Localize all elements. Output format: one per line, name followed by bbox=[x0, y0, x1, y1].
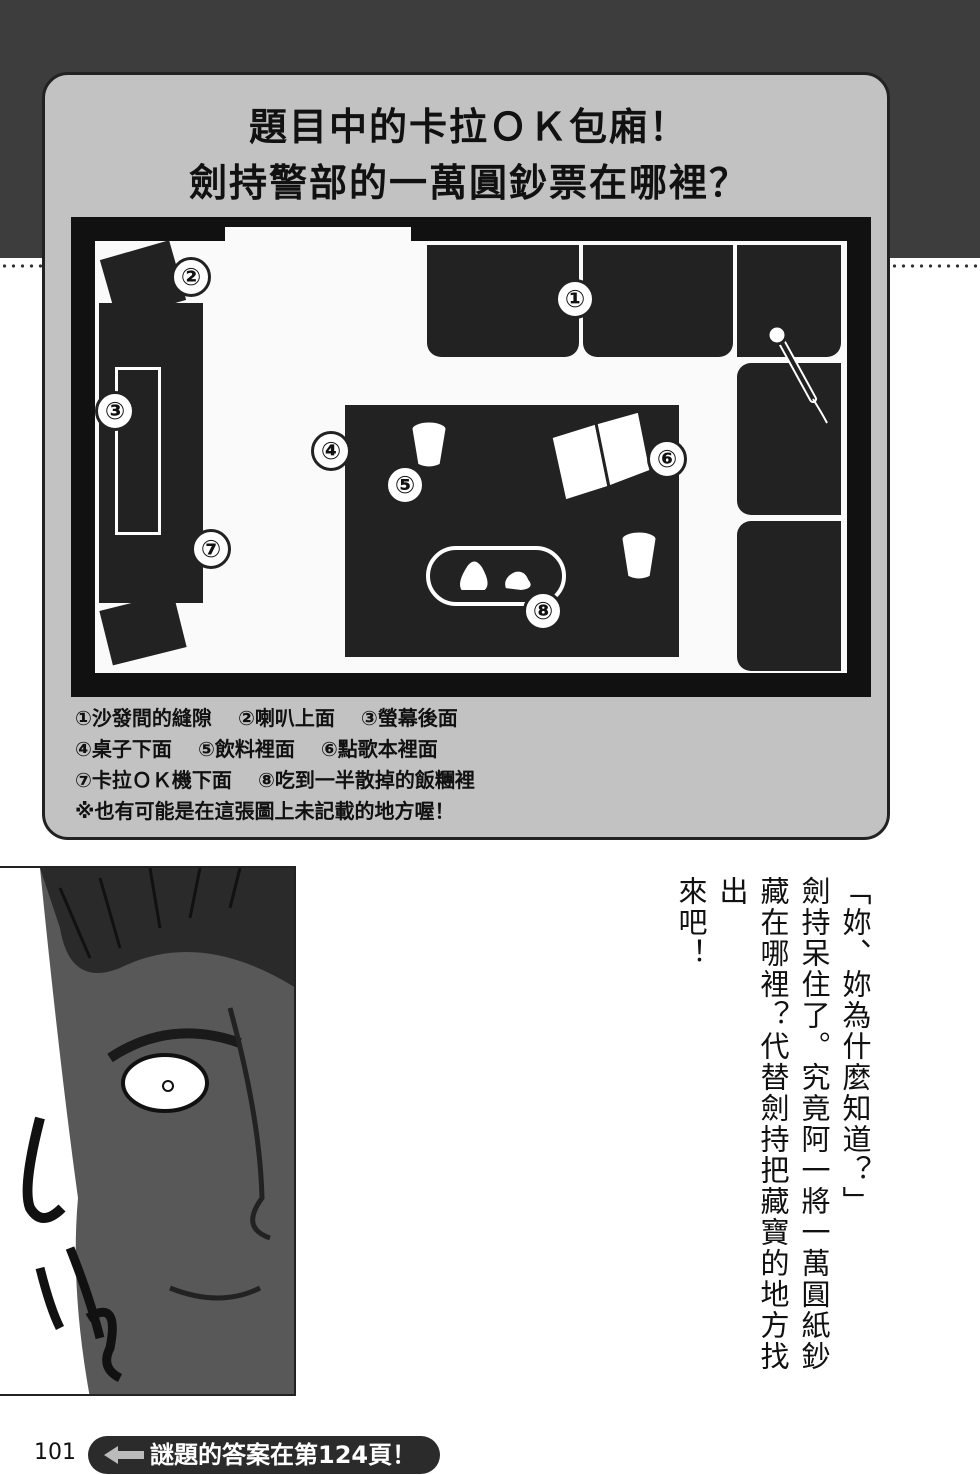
narration-col-3: 藏在哪裡？代替劍持把藏寶的地方找出 bbox=[715, 876, 790, 1372]
door-gap bbox=[225, 227, 411, 241]
sofa-top-right bbox=[583, 245, 733, 357]
manga-panel-face bbox=[0, 866, 296, 1396]
sofa-corner bbox=[737, 245, 841, 357]
sofa-right-lower bbox=[737, 521, 841, 671]
option-5: ⑤飲料裡面 bbox=[197, 737, 295, 761]
option-3: ③螢幕後面 bbox=[360, 706, 458, 730]
manga-face-illustration bbox=[22, 868, 294, 1394]
marker-5: ⑤ bbox=[385, 465, 425, 505]
dotted-divider-left bbox=[0, 264, 44, 268]
options-note: ※也有可能是在這張圖上未記載的地方喔！ bbox=[75, 799, 455, 823]
narration-col-4: 來吧！ bbox=[674, 876, 708, 969]
drink-cup-icon bbox=[409, 419, 449, 470]
marker-1: ① bbox=[555, 279, 595, 319]
quiz-title-line-1: 題目中的卡拉ＯＫ包廂！ bbox=[248, 105, 689, 149]
narration-col-2: 劍持呆住了。究竟阿一將一萬圓紙鈔 bbox=[797, 876, 831, 1372]
monitor-screen bbox=[115, 367, 161, 535]
speaker-bottom bbox=[99, 592, 187, 666]
quiz-panel: 題目中的卡拉ＯＫ包廂！ 劍持警部的一萬圓鈔票在哪裡？ bbox=[42, 72, 890, 840]
option-7: ⑦卡拉ＯＫ機下面 bbox=[75, 768, 232, 792]
option-6: ⑥點歌本裡面 bbox=[320, 737, 438, 761]
quiz-title: 題目中的卡拉ＯＫ包廂！ 劍持警部的一萬圓鈔票在哪裡？ bbox=[45, 99, 893, 211]
arrow-left-icon bbox=[104, 1446, 144, 1464]
answer-hint-badge: 謎題的答案在第124頁！ bbox=[88, 1436, 440, 1474]
options-line-1: ①沙發間的縫隙 ②喇叭上面 ③螢幕後面 bbox=[75, 703, 501, 734]
option-4: ④桌子下面 bbox=[75, 737, 172, 761]
marker-3: ③ bbox=[95, 391, 135, 431]
marker-8: ⑧ bbox=[523, 591, 563, 631]
sofa-top-left bbox=[427, 245, 579, 357]
narration-col-1: 「妳、妳為什麼知道？」 bbox=[838, 876, 872, 1217]
option-1: ①沙發間的縫隙 bbox=[75, 706, 212, 730]
marker-6: ⑥ bbox=[647, 439, 687, 479]
quiz-title-line-2: 劍持警部的一萬圓鈔票在哪裡？ bbox=[188, 161, 749, 205]
microphone-icon bbox=[766, 325, 828, 424]
marker-2: ② bbox=[171, 257, 211, 297]
option-8: ⑧吃到一半散掉的飯糰裡 bbox=[257, 768, 475, 792]
room-floor: ① ② ③ ④ ⑤ ⑥ ⑦ ⑧ bbox=[95, 217, 847, 673]
page-number: 101 bbox=[34, 1440, 76, 1465]
rice-ball-plate-icon bbox=[426, 546, 566, 606]
sofa-right-upper bbox=[737, 363, 841, 515]
dotted-divider-right bbox=[890, 264, 980, 268]
answer-options: ①沙發間的縫隙 ②喇叭上面 ③螢幕後面 ④桌子下面 ⑤飲料裡面 ⑥點歌本裡面 ⑦卡拉ＯＫ… bbox=[75, 703, 501, 827]
options-line-3: ⑦卡拉ＯＫ機下面 ⑧吃到一半散掉的飯糰裡 bbox=[75, 765, 501, 796]
option-2: ②喇叭上面 bbox=[237, 706, 335, 730]
narration-text: 「妳、妳為什麼知道？」 劍持呆住了。究竟阿一將一萬圓紙鈔 藏在哪裡？代替劍持把藏… bbox=[670, 876, 875, 1396]
door-frame bbox=[227, 217, 407, 227]
marker-4: ④ bbox=[311, 431, 351, 471]
drink-cup-icon-2 bbox=[619, 529, 659, 582]
songbook-icon bbox=[549, 409, 653, 503]
answer-hint-text: 謎題的答案在第124頁！ bbox=[150, 1441, 417, 1469]
room-floor-plan: ① ② ③ ④ ⑤ ⑥ ⑦ ⑧ bbox=[71, 217, 871, 697]
marker-7: ⑦ bbox=[191, 529, 231, 569]
options-line-2: ④桌子下面 ⑤飲料裡面 ⑥點歌本裡面 bbox=[75, 734, 501, 765]
